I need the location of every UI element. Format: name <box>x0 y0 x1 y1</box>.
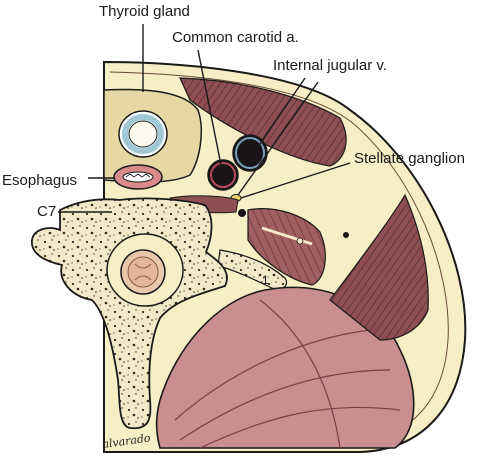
label-c7: C7 <box>37 203 56 220</box>
trapezius-muscle <box>329 193 429 341</box>
label-esophagus: Esophagus <box>2 172 77 189</box>
label-rib-number: 1 <box>262 273 269 287</box>
vertebral-artery <box>238 209 246 217</box>
label-internal-jugular: Internal jugular v. <box>273 57 387 74</box>
label-stellate-ganglion: Stellate ganglion <box>354 150 465 167</box>
internal-jugular-vein <box>232 134 268 172</box>
trachea <box>118 110 168 158</box>
label-common-carotid: Common carotid a. <box>172 29 299 46</box>
common-carotid-artery <box>207 159 239 191</box>
scalene-muscles <box>247 208 326 286</box>
label-thyroid-gland: Thyroid gland <box>99 3 190 20</box>
sternocleidomastoid-muscle <box>179 77 347 167</box>
fascia-line <box>109 71 449 441</box>
spinal-cord <box>120 249 166 295</box>
leader-lines <box>58 24 351 213</box>
esophagus <box>113 164 163 190</box>
